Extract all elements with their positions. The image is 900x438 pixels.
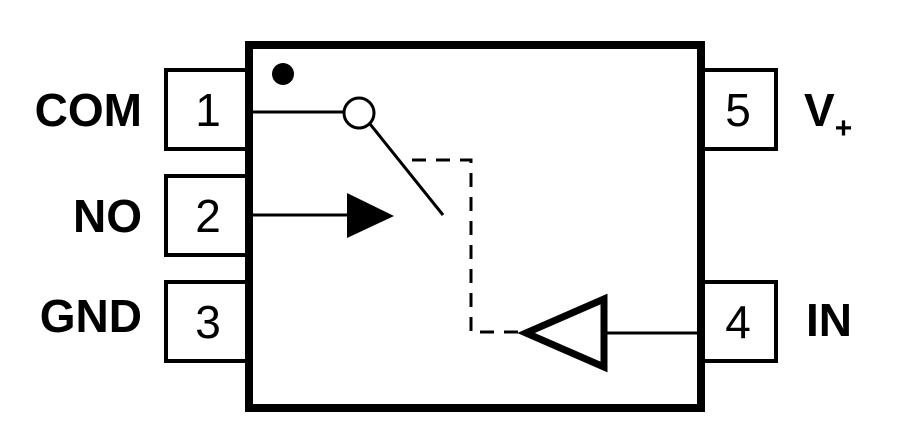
pin-1-label: COM: [35, 84, 142, 136]
pin-5-label: V+: [804, 84, 852, 145]
pin-2-number: 2: [195, 190, 221, 242]
pin-1-number: 1: [195, 84, 221, 136]
switch-pivot-circle: [342, 96, 376, 130]
pin1-indicator-dot: [272, 63, 294, 85]
switch-arm: [368, 123, 445, 216]
package-body: [245, 41, 705, 412]
control-linkage-dashed: [412, 158, 522, 334]
pin-3-box: [164, 280, 251, 363]
pin-1-box: [164, 68, 251, 151]
pin-3-label: GND: [40, 290, 142, 342]
pin-2-label: NO: [73, 190, 142, 242]
in-buffer-triangle-icon: [517, 293, 608, 373]
pin-5-box: [699, 68, 778, 151]
pin-3-number: 3: [195, 296, 221, 348]
pin-5-label-main: V: [804, 84, 835, 136]
pin-5-label-subscript: +: [835, 112, 853, 145]
pin-4-number: 4: [725, 296, 751, 348]
pin-4-label: IN: [806, 294, 852, 346]
no-arrow-icon: [347, 193, 394, 238]
pin-5-number: 5: [725, 84, 751, 136]
pin-4-box: [699, 280, 778, 363]
